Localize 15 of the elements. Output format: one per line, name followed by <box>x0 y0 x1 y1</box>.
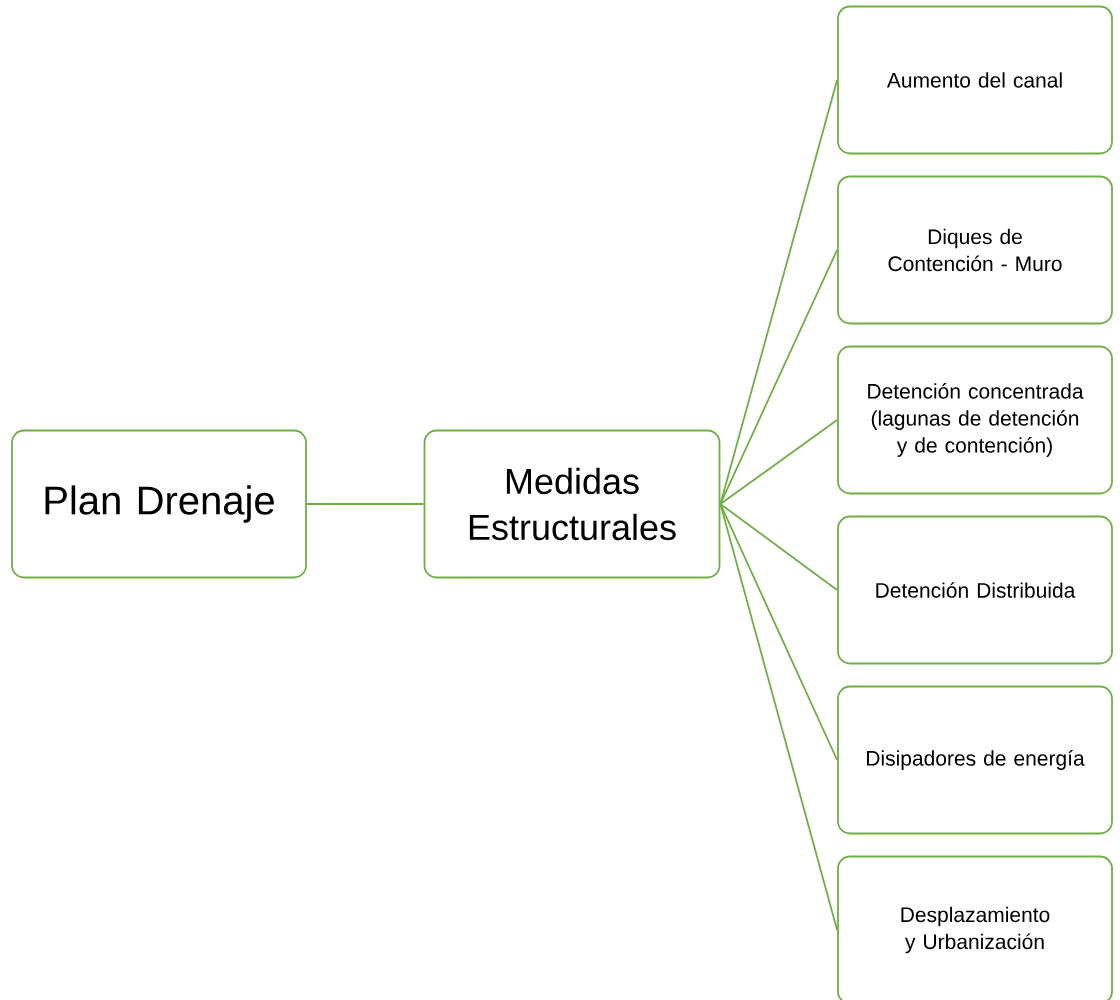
topic-box: Plan Drenaje <box>11 429 307 579</box>
item-box: Aumento del canal <box>837 5 1113 155</box>
item-box: Diques de Contención - Muro <box>837 175 1113 325</box>
connector-line <box>719 503 838 931</box>
connector-line <box>719 503 838 591</box>
item-box: Desplazamiento y Urbanización <box>837 855 1113 1000</box>
connector-line <box>719 503 838 761</box>
item-box: Disipadores de energía <box>837 685 1113 835</box>
connector-line <box>719 419 838 505</box>
item-box: Detención concentrada (lagunas de detención y de contención) <box>837 345 1113 495</box>
connector-line <box>719 249 838 505</box>
connector-line <box>306 503 425 505</box>
topic-box: Medidas Estructurales <box>423 429 721 579</box>
connector-line <box>719 79 838 505</box>
item-box: Detención Distribuida <box>837 515 1113 665</box>
